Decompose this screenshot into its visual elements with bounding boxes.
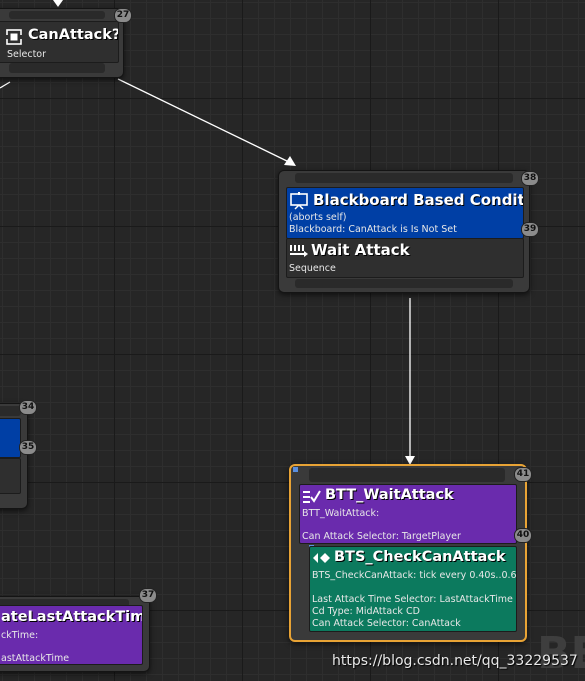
btt-line2: Can Attack Selector: TargetPlayer bbox=[302, 531, 461, 542]
decorator-title: Blackboard Based Condition bbox=[313, 191, 524, 209]
blackboard-decorator[interactable]: Blackboard Based Condition (aborts self)… bbox=[286, 187, 524, 239]
blackboard-icon bbox=[290, 192, 308, 210]
bottom-left-index-badge: 37 bbox=[139, 588, 157, 603]
sequence-input-pin[interactable] bbox=[295, 173, 513, 183]
watermark-text: https://blog.csdn.net/qq_33229537 bbox=[332, 653, 578, 669]
btt-task[interactable]: BTT_WaitAttack BTT_WaitAttack: Can Attac… bbox=[299, 484, 517, 544]
bts-line3: Cd Type: MidAttack CD bbox=[312, 606, 420, 617]
btt-line1: BTT_WaitAttack: bbox=[302, 508, 380, 519]
bts-service[interactable]: BTS_CheckCanAttack BTS_CheckCanAttack: t… bbox=[309, 546, 517, 632]
left-node-body bbox=[0, 458, 21, 494]
sequence-index-badge: 38 bbox=[521, 171, 539, 186]
sequence-title: Wait Attack bbox=[311, 241, 410, 259]
bottom-left-task[interactable]: ateLastAttackTime ckTime: astAttackTime bbox=[0, 605, 143, 665]
sequence-body: Wait Attack Sequence bbox=[286, 238, 524, 278]
wire-selector-to-sequence bbox=[117, 78, 292, 164]
selector-body: CanAttack? Selector bbox=[0, 21, 119, 63]
bottom-left-partial-node[interactable]: ateLastAttackTime ckTime: astAttackTime bbox=[0, 596, 150, 672]
sequence-output-pin[interactable] bbox=[295, 279, 513, 288]
decorator-index-badge: 39 bbox=[521, 222, 539, 237]
left-node-decorator-index-badge: 35 bbox=[19, 440, 37, 455]
selector-node[interactable]: CanAttack? Selector bbox=[0, 8, 124, 78]
bottom-left-line2: astAttackTime bbox=[1, 653, 70, 664]
task-index-badge: 40 bbox=[514, 528, 532, 543]
left-node-decorator[interactable]: ack bbox=[0, 418, 21, 458]
breakpoint-marker bbox=[293, 467, 298, 472]
arrowhead-sequence bbox=[284, 156, 296, 166]
sequence-icon bbox=[290, 245, 308, 257]
bts-line2: Last Attack Time Selector: LastAttackTim… bbox=[312, 594, 513, 605]
left-node-input-pin[interactable] bbox=[0, 406, 21, 416]
decorator-condition: Blackboard: CanAttack is Is Not Set bbox=[289, 224, 457, 235]
selector-subtitle: Selector bbox=[7, 49, 47, 60]
decorator-aborts: (aborts self) bbox=[289, 212, 347, 223]
bottom-left-title: ateLastAttackTime bbox=[1, 609, 143, 625]
selector-icon bbox=[6, 29, 22, 45]
selector-title: CanAttack? bbox=[28, 27, 119, 43]
bts-line1: BTS_CheckCanAttack: tick every 0.40s..0.… bbox=[312, 570, 517, 581]
task-node-index-badge: 41 bbox=[514, 467, 532, 482]
service-icon bbox=[313, 553, 330, 563]
selector-output-pin[interactable] bbox=[9, 63, 105, 73]
sequence-subtitle: Sequence bbox=[289, 263, 336, 274]
sequence-node[interactable]: Blackboard Based Condition (aborts self)… bbox=[278, 170, 530, 293]
arrowhead-top bbox=[53, 0, 63, 7]
bottom-left-input-pin[interactable] bbox=[0, 599, 129, 607]
bts-line4: Can Attack Selector: CanAttack bbox=[312, 618, 461, 629]
bottom-left-line1: ckTime: bbox=[1, 630, 39, 641]
btt-title: BTT_WaitAttack bbox=[325, 487, 454, 503]
task-icon bbox=[303, 490, 321, 503]
selector-index-badge: 27 bbox=[114, 8, 132, 23]
selector-input-pin[interactable] bbox=[9, 11, 105, 19]
bts-title: BTS_CheckCanAttack bbox=[334, 549, 506, 565]
background-text: BE bbox=[537, 628, 585, 679]
left-partial-node[interactable]: ack bbox=[0, 403, 28, 509]
task-node[interactable]: BTT_WaitAttack BTT_WaitAttack: Can Attac… bbox=[289, 464, 527, 642]
task-node-input-pin[interactable] bbox=[309, 468, 505, 482]
left-node-index-badge: 34 bbox=[19, 400, 37, 415]
wire-offscreen-left bbox=[0, 81, 11, 89]
arrowhead-task bbox=[405, 456, 415, 465]
